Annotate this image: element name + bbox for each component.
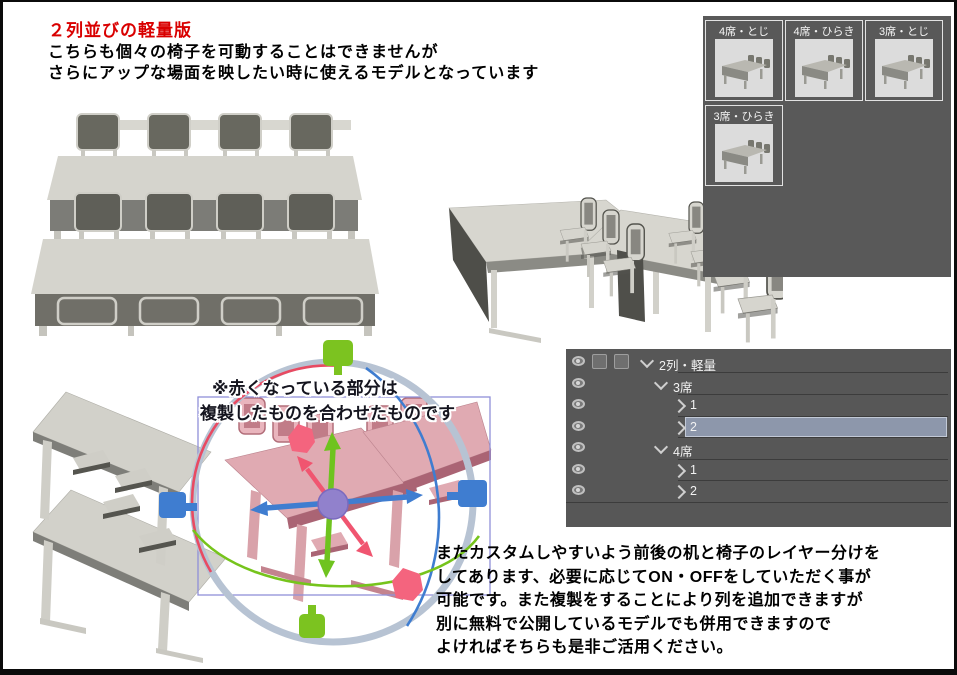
model-render-front-view — [31, 113, 379, 336]
layer-panel: 2列・軽量 3席 1 2 4席 — [566, 349, 951, 527]
layer-label: 3席 — [673, 380, 693, 395]
visibility-eye-icon[interactable] — [572, 442, 585, 452]
chevron-down-icon[interactable] — [653, 375, 669, 390]
gizmo-handle-blue-left[interactable] — [159, 492, 186, 518]
variant-label: 4席・とじ — [718, 26, 770, 38]
layer-row-group-4seat[interactable]: 4席 — [566, 438, 951, 459]
variant-thumbnail-image — [795, 39, 853, 97]
chevron-right-icon[interactable] — [671, 484, 687, 500]
variant-thumb-4seat-closed[interactable]: 4席・とじ — [705, 20, 783, 101]
middle-row-chairs — [74, 192, 335, 243]
layer-label: 2列・軽量 — [659, 359, 716, 373]
variant-thumbnail-image — [875, 39, 933, 97]
variant-thumbnail-image — [715, 124, 773, 182]
gizmo-rotate-ring-blue[interactable] — [365, 366, 441, 627]
layer-row-root[interactable]: 2列・軽量 — [566, 352, 951, 373]
gray-model-original — [32, 391, 227, 663]
variant-label: 4席・ひらき — [793, 26, 855, 38]
page-title: ２列並びの軽量版 — [48, 21, 192, 40]
gizmo-center-handle[interactable] — [317, 488, 349, 520]
layer-thumbnail-box — [592, 354, 607, 369]
gizmo-handle-pink-lower[interactable] — [392, 568, 423, 601]
gizmo-handle-pink-upper[interactable] — [288, 424, 315, 453]
chevron-right-icon[interactable] — [671, 420, 687, 435]
front-table — [31, 239, 379, 336]
gizmo-axis-arrows[interactable] — [250, 432, 423, 578]
layer-label: 2 — [690, 484, 697, 498]
footer-line-3: 可能です。また複製をすることにより列を追加できますが — [436, 592, 864, 609]
gizmo-handle-green-top[interactable] — [323, 340, 353, 366]
layer-row-4seat-2[interactable]: 2 — [566, 481, 951, 502]
variant-thumb-4seat-open[interactable]: 4席・ひらき — [785, 20, 863, 101]
layer-label: 1 — [690, 462, 697, 477]
intro-text: こちらも個々の椅子を可動することはできませんが さらにアップな場面を映したい時に… — [48, 42, 539, 84]
layer-label: 4席 — [673, 445, 693, 459]
variant-label: 3席・とじ — [878, 26, 930, 38]
footer-line-1: またカスタムしやすいよう前後の机と椅子のレイヤー分けを — [436, 545, 881, 562]
visibility-eye-icon[interactable] — [572, 356, 585, 366]
variant-thumb-3seat-closed[interactable]: 3席・とじ — [865, 20, 943, 101]
layer-row-4seat-1[interactable]: 1 — [566, 460, 951, 481]
annotation-note: ※赤くなっている部分は 複製したものを合わせたものです — [200, 376, 455, 426]
selection-bounding-box — [197, 396, 491, 596]
footer-line-2: してあります、必要に応じてON・OFFをしていただく事が — [436, 568, 872, 586]
intro-line-2: さらにアップな場面を映したい時に使えるモデルとなっています — [48, 65, 540, 82]
gizmo-handle-blue-right[interactable] — [458, 480, 487, 507]
visibility-eye-icon[interactable] — [572, 420, 585, 431]
visibility-eye-icon[interactable] — [572, 399, 585, 409]
annotation-line-2: 複製したものを合わせたものです — [200, 404, 455, 423]
chevron-right-icon[interactable] — [671, 463, 687, 478]
layer-label: 2 — [690, 419, 697, 434]
gizmo-handle-green-bottom[interactable] — [299, 614, 325, 638]
chevron-down-icon[interactable] — [639, 353, 655, 369]
layer-thumbnail-box — [614, 354, 629, 369]
back-row-chairs — [76, 113, 351, 158]
layer-row-3seat-1[interactable]: 1 — [566, 395, 951, 416]
variant-thumb-3seat-open[interactable]: 3席・ひらき — [705, 105, 783, 186]
chevron-down-icon[interactable] — [653, 439, 669, 455]
variant-label: 3席・ひらき — [713, 111, 775, 123]
layer-row-group-3seat[interactable]: 3席 — [566, 374, 951, 395]
chevron-right-icon[interactable] — [671, 398, 687, 414]
model-edit-scene — [32, 340, 492, 663]
variant-thumbnail-image — [715, 39, 773, 97]
gizmo — [159, 340, 487, 646]
visibility-eye-icon[interactable] — [572, 485, 585, 495]
annotation-line-1: ※赤くなっている部分は — [212, 379, 398, 398]
footer-line-4: 別に無料で公開しているモデルでも併用できますので — [436, 615, 832, 633]
gizmo-rotate-ring-green[interactable] — [191, 529, 481, 588]
layer-selected-highlight — [685, 416, 947, 437]
variant-thumbnail-panel: 4席・とじ 4席・ひらき 3席・とじ 3席・ひらき — [703, 16, 951, 277]
visibility-eye-icon[interactable] — [572, 377, 585, 388]
footer-paragraph: またカスタムしやすいよう前後の机と椅子のレイヤー分けを してあります、必要に応じ… — [436, 542, 881, 660]
visibility-eye-icon[interactable] — [572, 463, 585, 474]
pink-model-duplicate — [224, 397, 492, 602]
layer-label: 1 — [690, 398, 697, 412]
layer-row-3seat-2-selected[interactable]: 2 — [566, 416, 951, 438]
intro-line-1: こちらも個々の椅子を可動することはできませんが — [48, 44, 439, 61]
footer-line-5: よければそちらも是非ご活用ください。 — [436, 639, 734, 656]
